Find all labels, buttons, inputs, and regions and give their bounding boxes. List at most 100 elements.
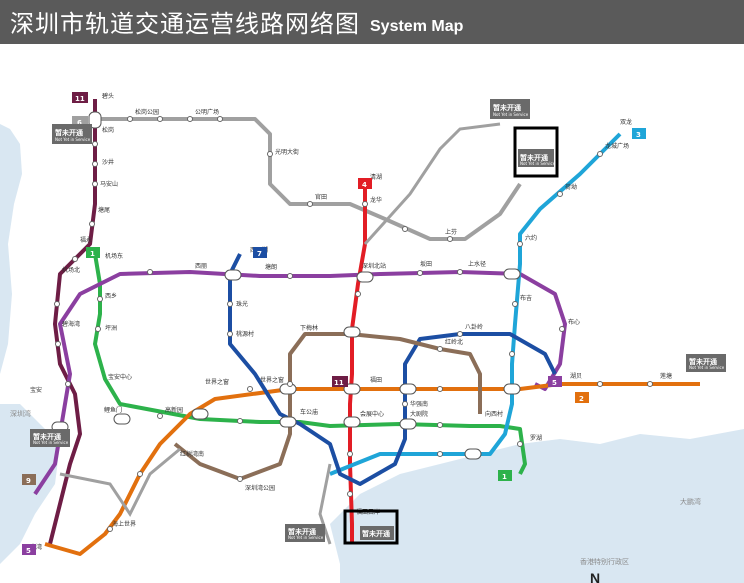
station-label: 布心 bbox=[568, 318, 580, 326]
station-label: 松岗公园 bbox=[135, 108, 159, 116]
svg-text:1: 1 bbox=[90, 250, 95, 258]
station-labels: 碧头 松岗 沙井 马安山 塘尾 福永 机场北 碧海湾 宝安 机场东 西乡 坪洲 … bbox=[30, 92, 672, 551]
hk-region-label: 香港特别行政区 bbox=[580, 557, 629, 566]
station-label: 大剧院 bbox=[410, 410, 428, 418]
svg-text:6: 6 bbox=[77, 119, 82, 127]
svg-text:11: 11 bbox=[75, 95, 85, 103]
station-label: 华强南 bbox=[410, 400, 428, 408]
svg-text:7: 7 bbox=[257, 250, 262, 258]
svg-text:Not Yet in Service: Not Yet in Service bbox=[55, 137, 91, 142]
station-label: 宝安 bbox=[30, 386, 42, 394]
station-label: 罗湖 bbox=[530, 434, 542, 442]
sea-label-east: 大鹏湾 bbox=[680, 497, 701, 506]
not-open-tag-southcenter: 暂未开通 bbox=[343, 509, 399, 545]
station-label: 布吉 bbox=[520, 294, 532, 302]
svg-text:2: 2 bbox=[579, 395, 584, 403]
station-label: 沙井 bbox=[102, 158, 114, 166]
line-badge-2[interactable]: 2 bbox=[575, 392, 589, 403]
station-label: 世界之窗 bbox=[205, 378, 229, 386]
station-label: 深圳湾公园 bbox=[245, 484, 275, 492]
svg-text:暂未开通: 暂未开通 bbox=[520, 153, 549, 162]
line-badge-1-south[interactable]: 1 bbox=[498, 470, 512, 481]
construction-line-north[interactable] bbox=[363, 122, 501, 246]
line-badge-4[interactable]: 4 bbox=[358, 178, 372, 189]
station-label: 公明广场 bbox=[195, 108, 219, 116]
station-label: 荷坳 bbox=[565, 183, 577, 191]
station-label: 向西村 bbox=[485, 410, 503, 418]
station-label: 上水径 bbox=[468, 260, 486, 268]
station-label: 六约 bbox=[525, 234, 537, 242]
station-label: 世界之窗 bbox=[260, 376, 284, 384]
line-badge-5[interactable]: 5 bbox=[548, 376, 562, 387]
station-label: 塘尾 bbox=[98, 206, 110, 214]
construction-line-south[interactable] bbox=[318, 463, 332, 545]
metro-system-map[interactable]: 香港特别行政区 深圳湾 大鹏湾 bbox=[0, 44, 744, 583]
svg-text:11: 11 bbox=[334, 379, 344, 387]
station-label: 福田 bbox=[370, 376, 382, 384]
station-label: 清湖 bbox=[370, 173, 382, 181]
line-badge-6[interactable]: 6 bbox=[72, 116, 88, 127]
station-label: 双龙 bbox=[620, 118, 632, 126]
station-label: 红树湾南 bbox=[180, 450, 204, 458]
line4-route[interactable] bbox=[348, 184, 367, 544]
station-label: 龙华 bbox=[370, 196, 382, 204]
line-badge-9[interactable]: 9 bbox=[22, 474, 36, 485]
line7-route[interactable] bbox=[228, 253, 557, 486]
station-label: 深圳北站 bbox=[362, 262, 386, 270]
line-badge-7[interactable]: 7 bbox=[253, 247, 267, 258]
station-label: 上芬 bbox=[445, 228, 457, 236]
svg-text:1: 1 bbox=[502, 473, 507, 481]
station-label: 塘朗 bbox=[265, 263, 277, 271]
svg-text:9: 9 bbox=[26, 477, 31, 485]
station-label: 桃源村 bbox=[236, 330, 254, 338]
station-label: 马安山 bbox=[100, 180, 118, 188]
interchange-stations bbox=[51, 111, 521, 460]
line1-route[interactable] bbox=[93, 253, 527, 475]
station-label: 珠光 bbox=[236, 300, 248, 308]
station-label: 碧海湾 bbox=[62, 320, 80, 328]
station-label: 赤湾 bbox=[30, 543, 42, 551]
station-label: 会展中心 bbox=[360, 410, 384, 418]
station-label: 鲤鱼门 bbox=[104, 406, 122, 414]
line-badge-1[interactable]: 1 bbox=[86, 247, 100, 258]
station-label: 坂田 bbox=[420, 260, 432, 268]
station-label: 车公庙 bbox=[300, 408, 318, 416]
construction-line-west[interactable] bbox=[59, 447, 181, 517]
line-badge-11[interactable]: 11 bbox=[72, 92, 88, 103]
svg-text:暂未开通: 暂未开通 bbox=[493, 103, 522, 112]
svg-text:暂未开通: 暂未开通 bbox=[55, 128, 84, 137]
line-badge-3[interactable]: 3 bbox=[632, 128, 646, 139]
station-label: 机场北 bbox=[62, 266, 80, 274]
line9-route[interactable] bbox=[173, 332, 482, 481]
station-label: 西乡 bbox=[105, 293, 117, 300]
title-bar: 深圳市轨道交通运营线路网络图 System Map bbox=[0, 0, 744, 44]
svg-text:Not Yet in Service: Not Yet in Service bbox=[689, 365, 725, 370]
line3-route[interactable] bbox=[329, 132, 622, 476]
map-title-english: System Map bbox=[370, 18, 464, 35]
station-label: 八卦岭 bbox=[465, 323, 483, 331]
station-label: 碧头 bbox=[102, 92, 114, 100]
line11-route[interactable] bbox=[48, 99, 97, 545]
svg-text:暂未开通: 暂未开通 bbox=[288, 527, 317, 536]
station-label: 松岗 bbox=[102, 126, 114, 134]
svg-text:暂未开通: 暂未开通 bbox=[689, 357, 718, 366]
map-title-chinese: 深圳市轨道交通运营线路网络图 bbox=[10, 10, 360, 38]
station-label: 高新园 bbox=[165, 406, 183, 414]
station-label: 湖贝 bbox=[570, 372, 582, 380]
station-label: 海上世界 bbox=[112, 520, 136, 528]
line6-route[interactable] bbox=[95, 117, 522, 241]
line-badges[interactable]: 11 6 1 7 4 3 5 2 9 5 1 11 bbox=[22, 92, 646, 555]
line-badge-5-west[interactable]: 5 bbox=[22, 544, 36, 555]
svg-text:Not Yet in Service: Not Yet in Service bbox=[493, 112, 529, 117]
line-badge-11-south[interactable]: 11 bbox=[332, 376, 348, 387]
station-label: 龙城广场 bbox=[605, 142, 629, 150]
svg-text:N: N bbox=[590, 570, 600, 583]
station-label: 莲塘 bbox=[660, 372, 672, 380]
